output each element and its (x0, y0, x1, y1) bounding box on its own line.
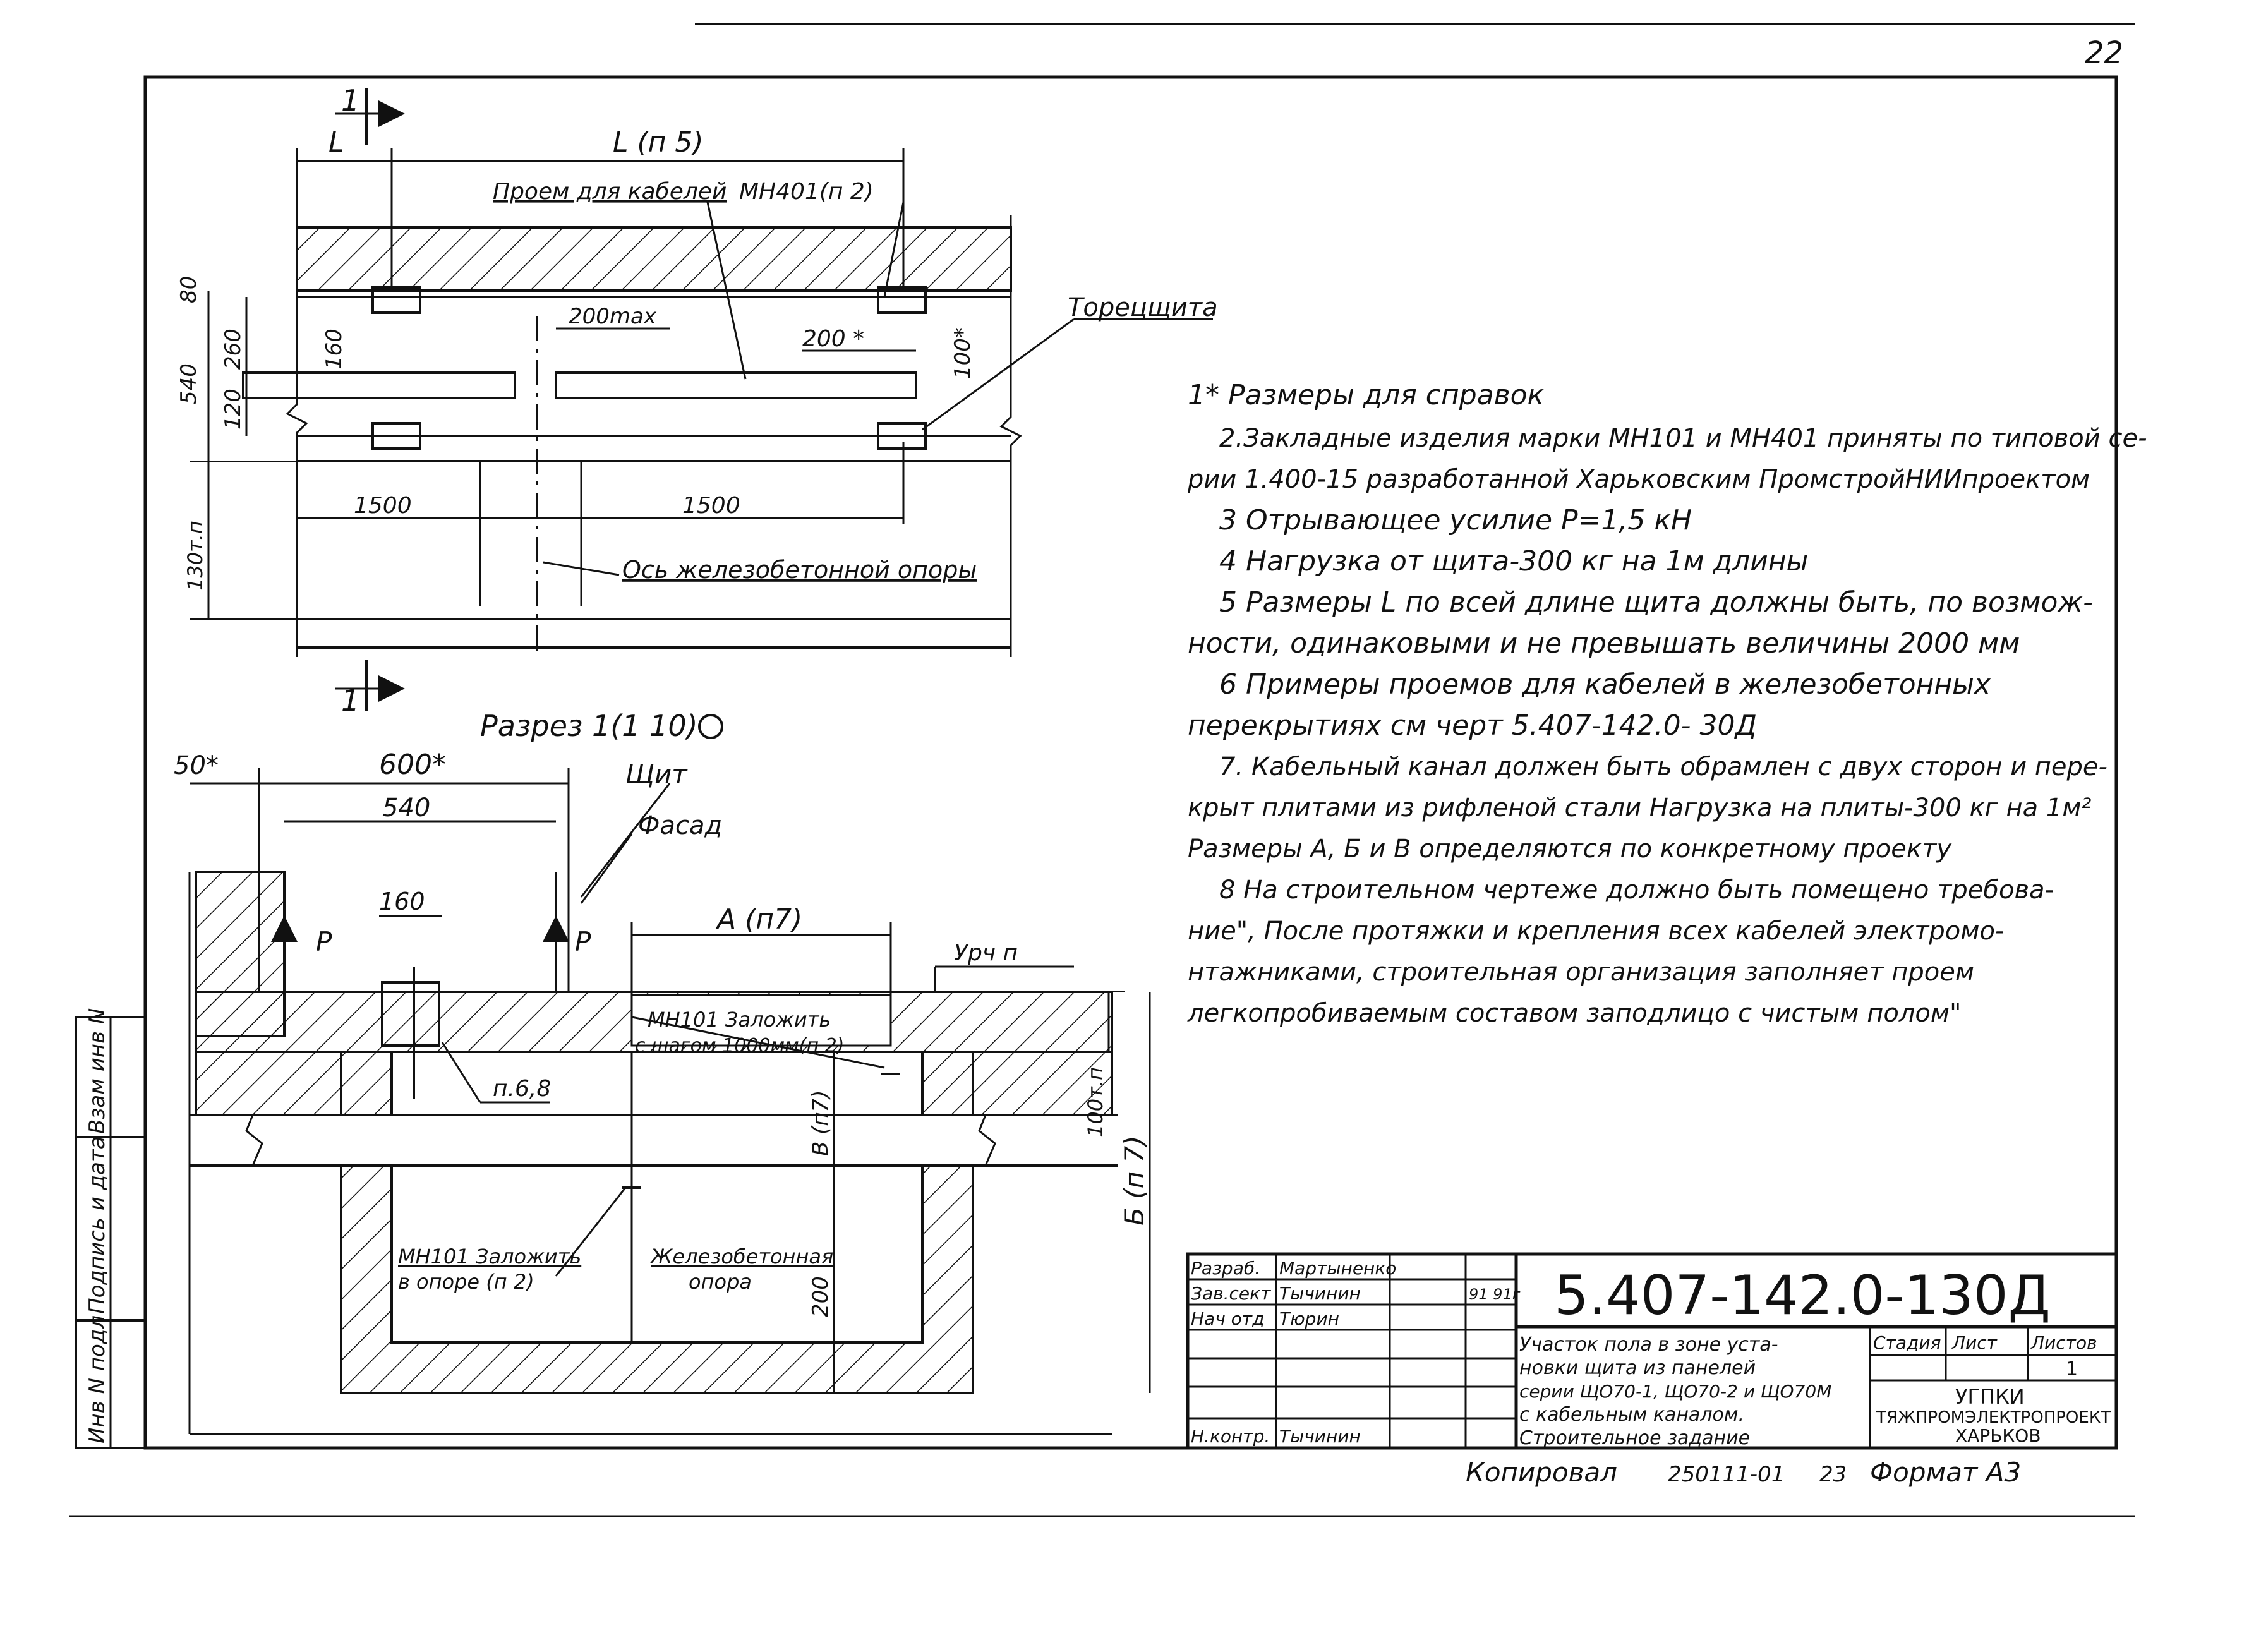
tb-org-2: ТЯЖПРОМЭЛЕКТРОПРОЕКТ (1876, 1408, 2111, 1427)
stamp-sign-date: Подпись и дата (85, 1136, 110, 1314)
tb-org-3: ХАРЬКОВ (1955, 1425, 2041, 1446)
mn101-bot-2: в опоре (п 2) (398, 1270, 534, 1294)
footer-number: 23 (1819, 1462, 1847, 1487)
mn401-label: МН401(п 2) (739, 179, 874, 205)
dim-200-star: 200 * (802, 326, 864, 352)
note-line-3: 3 Отрывающее усилие Р=1,5 кН (1219, 504, 1692, 536)
dim-B: В (п7) (808, 1090, 833, 1156)
dim-L-p5: L (п 5) (613, 126, 704, 159)
note-line-1: 2.Закладные изделия марки МН101 и МН401 … (1219, 424, 2147, 453)
mn101-top-2: с шагом 1000мм(п 2) (635, 1035, 844, 1057)
note-line-0: 1* Размеры для справок (1188, 379, 1545, 411)
section-title-circle (698, 714, 723, 739)
dim-B-big: Б (п 7) (1119, 1136, 1150, 1226)
dim-100: 100т.п (1083, 1067, 1107, 1137)
note-line-7: 6 Примеры проемов для кабелей в железобе… (1219, 668, 1991, 701)
shield-label: Щит (625, 759, 688, 790)
mn101-bot-1: МН101 Заложить (398, 1245, 581, 1269)
dim-L: L (329, 126, 344, 159)
note-line-4: 4 Нагрузка от щита-300 кг на 1м длины (1219, 545, 1809, 577)
tb-role-1: Зав.сект (1191, 1283, 1271, 1304)
dim-100-star: 100* (950, 327, 975, 379)
p-right: Р (575, 926, 591, 957)
tb-sheets-label: Листов (2030, 1332, 2097, 1353)
mn101-top-1: МН101 Заложить (648, 1008, 831, 1032)
dim-260: 260 (220, 329, 246, 370)
dim-200max: 200max (569, 304, 657, 329)
tb-desc-2: серии ЩО70-1, ЩО70-2 и ЩО70М (1519, 1381, 1831, 1402)
note-line-14: нтажниками, строительная организация зап… (1188, 958, 1974, 987)
note-line-9: 7. Кабельный канал должен быть обрамлен … (1219, 752, 2107, 781)
section-mark-bottom: 1 (341, 684, 359, 718)
torets-label: Торецщита (1068, 293, 1218, 322)
dim-120: 120 (220, 389, 246, 430)
section-view: Разрез 1(1 10) (174, 709, 1151, 1435)
section-mark-top: 1 (341, 83, 359, 118)
dim-200: 200 (808, 1276, 833, 1317)
tb-name-2: Тюрин (1279, 1308, 1339, 1329)
tb-sign-date: 91 91г (1469, 1286, 1521, 1303)
note-line-5: 5 Размеры L по всей длине щита должны бы… (1219, 586, 2093, 618)
tb-org-1: УГПКИ (1955, 1385, 2025, 1409)
footer-order: 250111-01 (1668, 1462, 1785, 1487)
note-line-11: Размеры А, Б и В определяются по конкрет… (1188, 835, 1951, 864)
note-line-15: легкопробиваемым составом заподлицо с чи… (1188, 999, 1962, 1028)
note-line-10: крыт плитами из рифленой стали Нагрузка … (1188, 793, 2092, 823)
opening-label: Проем для кабелей (493, 179, 727, 205)
title-block: Разраб. Мартыненко Зав.сект Тычинин 91 9… (1186, 1252, 2118, 1450)
tb-desc-0: Участок пола в зоне уста- (1519, 1334, 1778, 1356)
page-number: 22 (2085, 35, 2123, 71)
tb-stage-label: Стадия (1873, 1332, 1941, 1353)
tb-sheet-label: Лист (1951, 1332, 1998, 1353)
side-stamp: Инв N подл Подпись и дата Взам инв N (75, 1008, 147, 1449)
footer-format: Формат А3 (1870, 1457, 2021, 1488)
tb-desc-1: новки щита из панелей (1519, 1357, 1756, 1379)
section-title: Разрез 1(1 10) (480, 709, 698, 743)
footer: Копировал 250111-01 23 Формат А3 (1466, 1457, 2021, 1488)
dim-540-section: 540 (382, 793, 430, 823)
axis-label: Ось железобетонной опоры (622, 556, 977, 584)
tb-role-6: Н.контр. (1191, 1426, 1270, 1447)
dim-600: 600* (379, 749, 446, 781)
facade-label: Фасад (638, 811, 722, 840)
dim-A: А (п7) (715, 903, 802, 936)
dim-80: 80 (176, 276, 202, 303)
note-line-13: ние", После протяжки и крепления всех ка… (1188, 917, 2005, 946)
dim-160-section: 160 (379, 888, 425, 915)
dim-160: 160 (322, 329, 347, 370)
tb-desc-4: Строительное задание (1519, 1427, 1750, 1449)
tb-sheets-value: 1 (2066, 1358, 2078, 1380)
tb-role-0: Разраб. (1191, 1258, 1260, 1279)
tb-name-0: Мартыненко (1279, 1258, 1396, 1279)
ref-68: п.6,8 (493, 1076, 551, 1102)
dim-50: 50* (174, 751, 219, 780)
drawing-code: 5.407-142.0-130Д (1554, 1264, 2051, 1327)
tb-role-2: Нач отд (1191, 1308, 1264, 1329)
support-label-2: опора (689, 1270, 752, 1294)
note-line-8: перекрытиях см черт 5.407-142.0- 30Д (1188, 709, 1757, 742)
sheet-frame (143, 75, 2118, 1450)
level-label: Урч п (954, 940, 1018, 966)
dim-1500-left: 1500 (354, 493, 412, 519)
plan-view: 1 1 L L (п 5) Проем для кабелей МН401(п … (176, 83, 1218, 718)
stamp-inv-replace: Взам инв N (85, 1008, 110, 1134)
note-line-12: 8 На строительном чертеже должно быть по… (1219, 876, 2054, 905)
note-line-2: рии 1.400-15 разработанной Харьковским П… (1188, 465, 2090, 494)
tb-desc-3: с кабельным каналом. (1519, 1404, 1744, 1426)
dim-1500-right: 1500 (682, 493, 740, 519)
note-line-6: ности, одинаковыми и не превышать величи… (1188, 627, 2020, 660)
footer-copied: Копировал (1466, 1457, 1617, 1488)
support-label-1: Железобетонная (649, 1245, 833, 1269)
dim-130: 130т.п (183, 521, 207, 591)
stamp-inv-orig: Инв N подл (85, 1315, 110, 1444)
p-left: Р (316, 926, 332, 957)
tb-name-1: Тычинин (1279, 1283, 1361, 1304)
tb-name-6: Тычинин (1279, 1426, 1361, 1447)
dim-540: 540 (176, 363, 202, 404)
